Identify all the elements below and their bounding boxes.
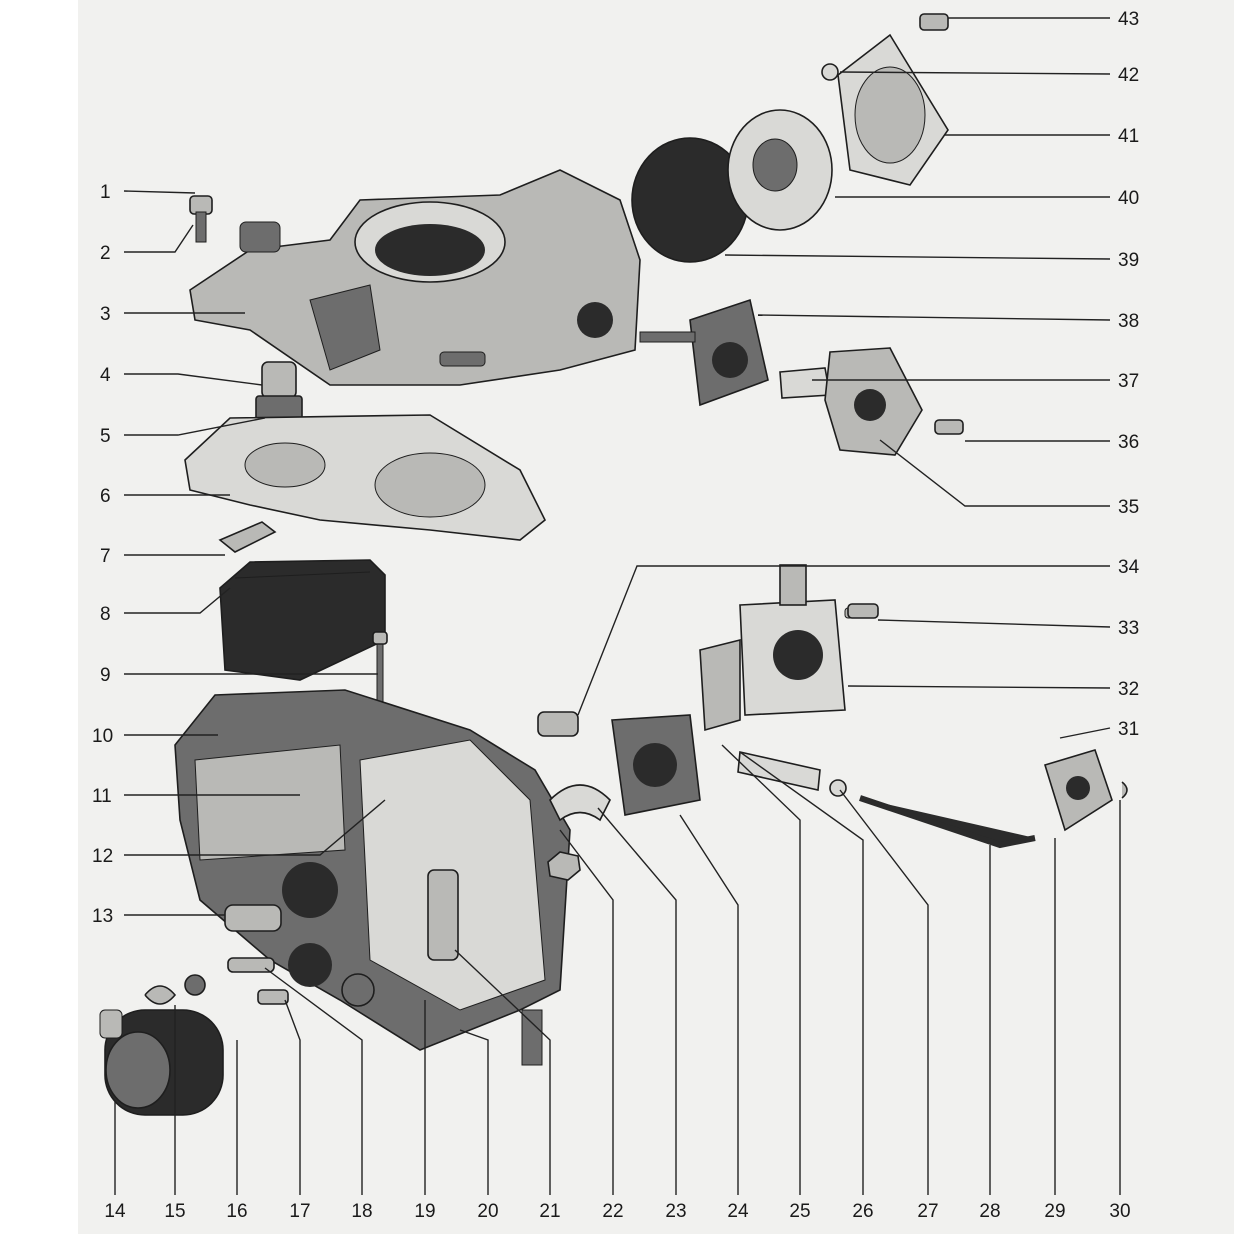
part-gasket-6 <box>184 414 547 541</box>
callout-1: 1 <box>100 182 111 203</box>
callout-38: 38 <box>1118 311 1139 332</box>
callout-26: 26 <box>852 1201 873 1222</box>
callout-29: 29 <box>1044 1201 1065 1222</box>
callout-4: 4 <box>100 365 111 386</box>
part-diaphragm-35-38 <box>639 298 964 456</box>
part-carburettor-top-cover <box>189 169 641 386</box>
callout-13: 13 <box>92 906 113 927</box>
callout-34: 34 <box>1118 557 1140 578</box>
callout-27: 27 <box>917 1201 938 1222</box>
part-float-8 <box>219 559 386 681</box>
callout-15: 15 <box>164 1201 185 1222</box>
callout-9: 9 <box>100 665 111 686</box>
callout-3: 3 <box>100 304 111 325</box>
part-pump-cover-32 <box>699 564 868 732</box>
part-screw-33 <box>847 603 879 619</box>
callout-40: 40 <box>1118 188 1139 209</box>
callout-23: 23 <box>665 1201 686 1222</box>
part-solenoid-14 <box>99 1009 224 1116</box>
part-nut-23 <box>547 851 581 881</box>
callout-39: 39 <box>1118 250 1139 271</box>
part-pump-rod-28 <box>859 795 1036 849</box>
callout-20: 20 <box>477 1201 498 1222</box>
callout-18: 18 <box>351 1201 372 1222</box>
part-clip-7 <box>218 521 277 553</box>
callout-22: 22 <box>602 1201 623 1222</box>
part-spring-26 <box>737 751 847 797</box>
callout-16: 16 <box>226 1201 247 1222</box>
callout-5: 5 <box>100 426 111 447</box>
callout-19: 19 <box>414 1201 435 1222</box>
callout-24: 24 <box>727 1201 749 1222</box>
callout-41: 41 <box>1118 126 1139 147</box>
callout-43: 43 <box>1118 9 1139 30</box>
part-spring-15 <box>144 985 177 1005</box>
callout-35: 35 <box>1118 497 1139 518</box>
callout-30: 30 <box>1109 1201 1130 1222</box>
callout-8: 8 <box>100 604 111 625</box>
callout-32: 32 <box>1118 679 1139 700</box>
part-choke-cover-39-41 <box>631 13 949 263</box>
callout-2: 2 <box>100 243 111 264</box>
callout-25: 25 <box>789 1201 810 1222</box>
callout-labels: 1 2 3 4 5 6 7 8 9 10 11 12 13 14 15 16 1… <box>92 9 1140 1222</box>
callout-12: 12 <box>92 846 113 867</box>
callout-33: 33 <box>1118 618 1139 639</box>
part-lever-29-31 <box>1043 749 1128 832</box>
callout-42: 42 <box>1118 65 1139 86</box>
callout-36: 36 <box>1118 432 1139 453</box>
callout-11: 11 <box>92 786 112 807</box>
callout-7: 7 <box>100 546 111 567</box>
callout-31: 31 <box>1118 719 1139 740</box>
part-jet-34 <box>537 711 579 737</box>
leader-lines <box>114 17 1121 1195</box>
part-jets-13-17 <box>184 904 289 1005</box>
callout-17: 17 <box>289 1201 310 1222</box>
callout-6: 6 <box>100 486 111 507</box>
callout-14: 14 <box>104 1201 126 1222</box>
callout-37: 37 <box>1118 371 1139 392</box>
part-screw-1-2 <box>189 195 213 243</box>
part-spring-22 <box>549 784 611 822</box>
callout-10: 10 <box>92 726 113 747</box>
part-diaphragm-24 <box>611 714 701 816</box>
callout-21: 21 <box>539 1201 560 1222</box>
callout-28: 28 <box>979 1201 1000 1222</box>
